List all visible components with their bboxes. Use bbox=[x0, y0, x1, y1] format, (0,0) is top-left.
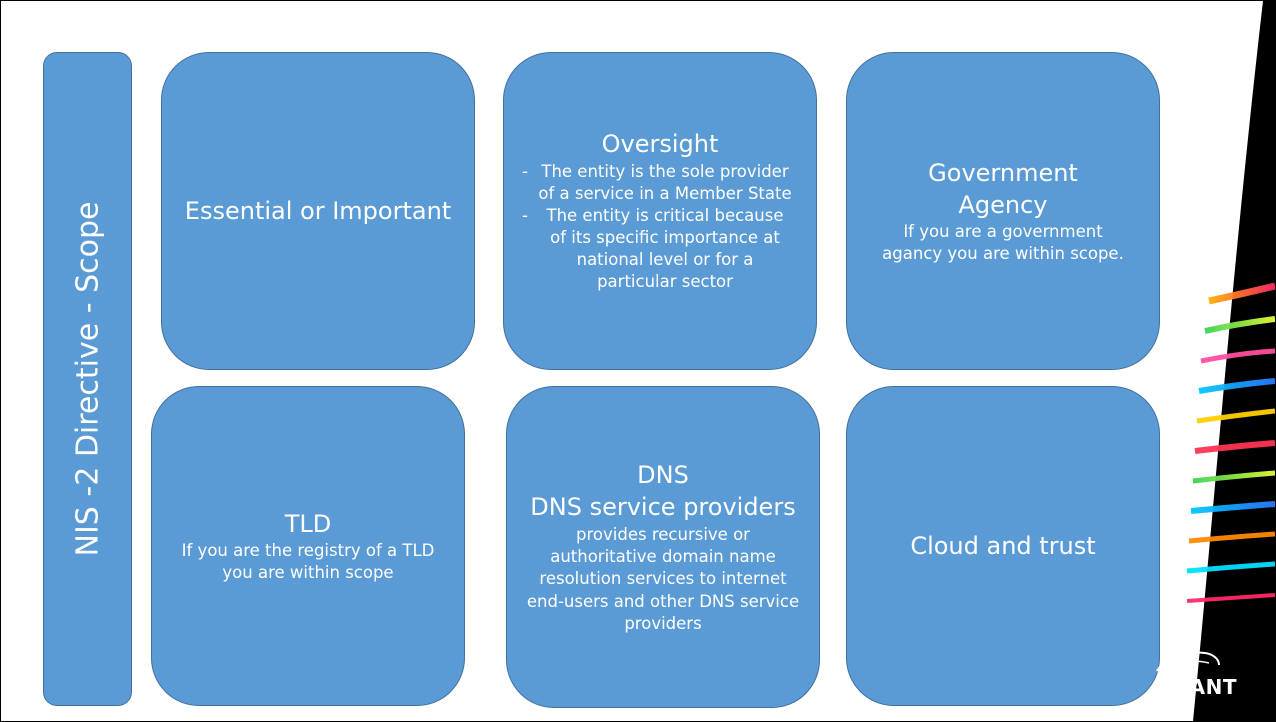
oversight-bullets: The entity is the sole provider of a ser… bbox=[504, 161, 816, 294]
cloud-box: Cloud and trust bbox=[846, 386, 1160, 706]
government-body: If you are a government agancy you are w… bbox=[882, 222, 1124, 264]
dns-title: DNS bbox=[637, 460, 689, 489]
oversight-title: Oversight bbox=[601, 130, 719, 159]
essential-title: Essential or Important bbox=[184, 196, 452, 225]
oversight-bullet-2: The entity is critical because of its sp… bbox=[522, 205, 794, 293]
geant-logo-text: GÉANT bbox=[1158, 675, 1237, 699]
dns-description: DNS service providers provides recursive… bbox=[507, 491, 819, 635]
government-box: Government Agency If you are a governmen… bbox=[846, 52, 1160, 370]
dns-body: provides recursive or authoritative doma… bbox=[526, 524, 800, 633]
cloud-title: Cloud and trust bbox=[910, 531, 1096, 560]
government-title: Government Agency bbox=[928, 158, 1078, 219]
tld-title: TLD bbox=[284, 509, 332, 538]
dns-box: DNS DNS service providers provides recur… bbox=[506, 386, 820, 708]
tld-body: If you are the registry of a TLD you are… bbox=[181, 541, 435, 583]
vertical-title: NIS -2 Directive - Scope bbox=[70, 201, 105, 557]
vertical-title-bar: NIS -2 Directive - Scope bbox=[43, 52, 132, 706]
geant-logo: GÉANT bbox=[1155, 649, 1237, 699]
dns-subtitle: DNS service providers bbox=[530, 493, 796, 522]
tld-box: TLD If you are the registry of a TLD you… bbox=[151, 386, 465, 706]
geant-swoosh-icon bbox=[1155, 651, 1220, 674]
oversight-box: Oversight The entity is the sole provide… bbox=[503, 52, 817, 370]
light-streaks bbox=[1186, 282, 1275, 603]
oversight-bullet-1: The entity is the sole provider of a ser… bbox=[522, 161, 794, 205]
essential-box: Essential or Important bbox=[161, 52, 475, 370]
